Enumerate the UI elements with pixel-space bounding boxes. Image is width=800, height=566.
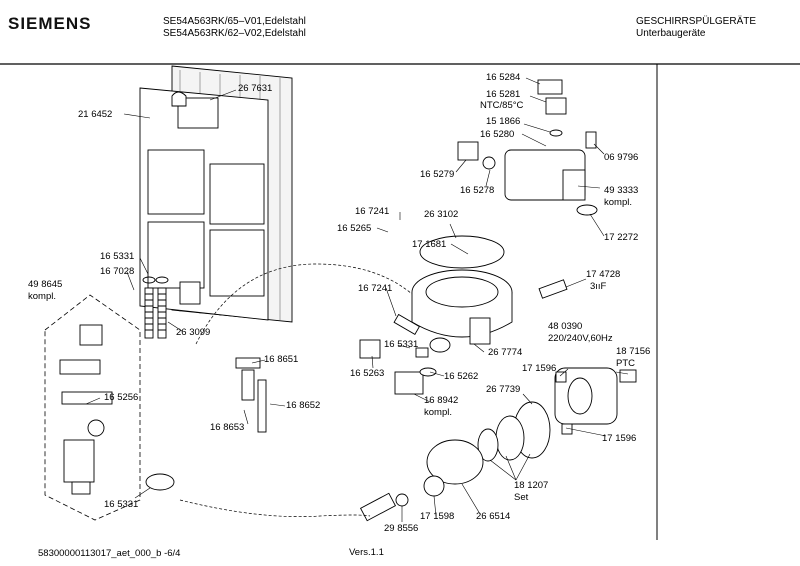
part-label: 16 8652 <box>286 400 321 411</box>
document-id: 58300000113017_aet_000_b -6/4 <box>38 548 181 559</box>
part-label: kompl. <box>604 197 632 208</box>
part-label: 16 5331 <box>100 251 135 262</box>
part-label: 17 1596 <box>522 363 557 374</box>
brand-logo: SIEMENS <box>8 14 92 33</box>
part-label: 16 5284 <box>486 72 521 83</box>
hose-pair <box>142 276 169 339</box>
version-label: Vers.1.1 <box>349 547 384 558</box>
part-label: 17 4728 <box>586 269 621 280</box>
part-label: 16 5280 <box>480 129 515 140</box>
sump-hose-line <box>195 263 413 345</box>
part-label: 18 1207 <box>514 480 549 491</box>
kit-parts <box>59 324 113 495</box>
part-label: 16 5265 <box>337 223 372 234</box>
part-label: 16 7028 <box>100 266 135 277</box>
capacitor <box>538 279 568 299</box>
part-label: 15 1866 <box>486 116 521 127</box>
part-label: 16 8942 <box>424 395 459 406</box>
part-label: kompl. <box>424 407 452 418</box>
part-label: 16 8651 <box>264 354 299 365</box>
part-label: 29 8556 <box>384 523 419 534</box>
part-label: 16 5263 <box>350 368 385 379</box>
part-label: 26 6514 <box>476 511 511 522</box>
part-label: 16 5331 <box>384 339 419 350</box>
part-label: 48 0390 <box>548 321 583 332</box>
part-label: 16 7241 <box>355 206 390 217</box>
part-label: 26 7739 <box>486 384 521 395</box>
category-line-1: GESCHIRRSPÜLGERÄTE <box>636 16 757 27</box>
part-label: 16 5256 <box>104 392 139 403</box>
part-label: 17 1596 <box>602 433 637 444</box>
circulation-pump <box>477 367 637 462</box>
part-label: kompl. <box>28 291 56 302</box>
kit-boundary <box>44 294 141 521</box>
bracket-parts <box>235 357 267 433</box>
part-label: 16 8653 <box>210 422 245 433</box>
part-label: 49 8645 <box>28 279 63 290</box>
part-label: 3ııF <box>590 281 607 292</box>
impeller-housing <box>145 439 484 522</box>
part-label: 17 1681 <box>412 239 447 250</box>
drain-hose-line <box>179 499 371 518</box>
part-label: 17 2272 <box>604 232 639 243</box>
part-label: Set <box>514 492 529 503</box>
part-label: 21 6452 <box>78 109 113 120</box>
part-label: 220/240V,60Hz <box>548 333 613 344</box>
part-label: 18 7156 <box>616 346 651 357</box>
part-label: 06 9796 <box>604 152 639 163</box>
part-label: 16 5279 <box>420 169 455 180</box>
model-line-2: SE54A563RK/62–V02,Edelstahl <box>163 28 306 39</box>
part-label: 49 3333 <box>604 185 639 196</box>
part-label: PTC <box>616 358 635 369</box>
part-label: 17 1598 <box>420 511 455 522</box>
part-label: NTC/85°C <box>480 100 524 111</box>
part-label: 16 7241 <box>358 283 393 294</box>
part-label: 26 3099 <box>176 327 211 338</box>
part-label: 26 3102 <box>424 209 459 220</box>
part-label: 16 5262 <box>444 371 479 382</box>
valve-block <box>359 313 437 395</box>
model-line-1: SE54A563RK/65–V01,Edelstahl <box>163 16 306 27</box>
part-label: 26 7774 <box>488 347 523 358</box>
leader-lines <box>85 77 629 522</box>
thermostat-assembly <box>457 79 598 216</box>
part-label: 16 5331 <box>104 499 139 510</box>
part-label: 16 5278 <box>460 185 495 196</box>
part-label: 16 5281 <box>486 89 521 100</box>
heat-exchanger-panel <box>139 65 293 323</box>
pump-sump <box>411 235 513 353</box>
category-line-2: Unterbaugeräte <box>636 28 706 39</box>
part-label: 26 7631 <box>238 83 273 94</box>
